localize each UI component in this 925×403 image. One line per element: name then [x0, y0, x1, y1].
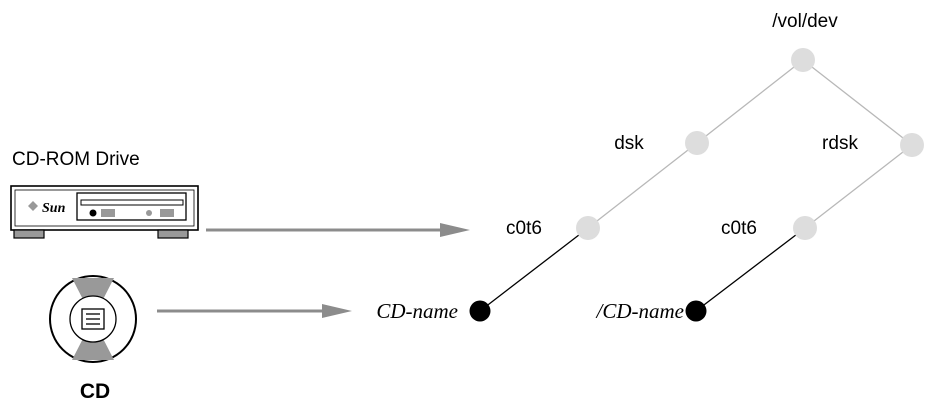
cd-disc-icon — [49, 275, 137, 363]
root-label: /vol/dev — [772, 11, 838, 32]
node-root — [791, 48, 815, 72]
edge-dsk-c0t6 — [587, 142, 698, 229]
dsk-cdname-label: CD-name — [376, 299, 458, 323]
node-rdsk-cdname — [685, 300, 707, 322]
cdrom-drive-icon: Sun — [10, 185, 199, 239]
edge-dsk-c0t6-cdname — [479, 227, 589, 312]
edge-root-rdsk — [802, 59, 913, 146]
cd-arrow — [157, 304, 352, 318]
node-dsk-c0t6 — [576, 216, 600, 240]
drive-label: CD-ROM Drive — [12, 149, 140, 170]
rdsk-cdname-label: /CD-name — [596, 299, 685, 323]
node-rdsk — [900, 133, 924, 157]
sun-logo-diamond — [28, 201, 38, 211]
edge-rdsk-c0t6-cdname — [695, 227, 806, 312]
tree-edges — [587, 59, 913, 229]
rdsk-c0t6-label: c0t6 — [721, 218, 757, 239]
cd-label: CD — [80, 380, 110, 403]
drive-brand-label: Sun — [42, 201, 66, 216]
drive-arrow — [206, 223, 470, 237]
leaf-edges — [479, 227, 806, 312]
node-rdsk-c0t6 — [793, 216, 817, 240]
node-dsk-cdname — [469, 300, 491, 322]
rdsk-label: rdsk — [822, 133, 858, 154]
node-dsk — [685, 131, 709, 155]
edge-root-dsk — [696, 59, 804, 144]
dsk-c0t6-label: c0t6 — [506, 218, 542, 239]
edge-rdsk-c0t6 — [804, 144, 913, 229]
dsk-label: dsk — [614, 133, 644, 154]
